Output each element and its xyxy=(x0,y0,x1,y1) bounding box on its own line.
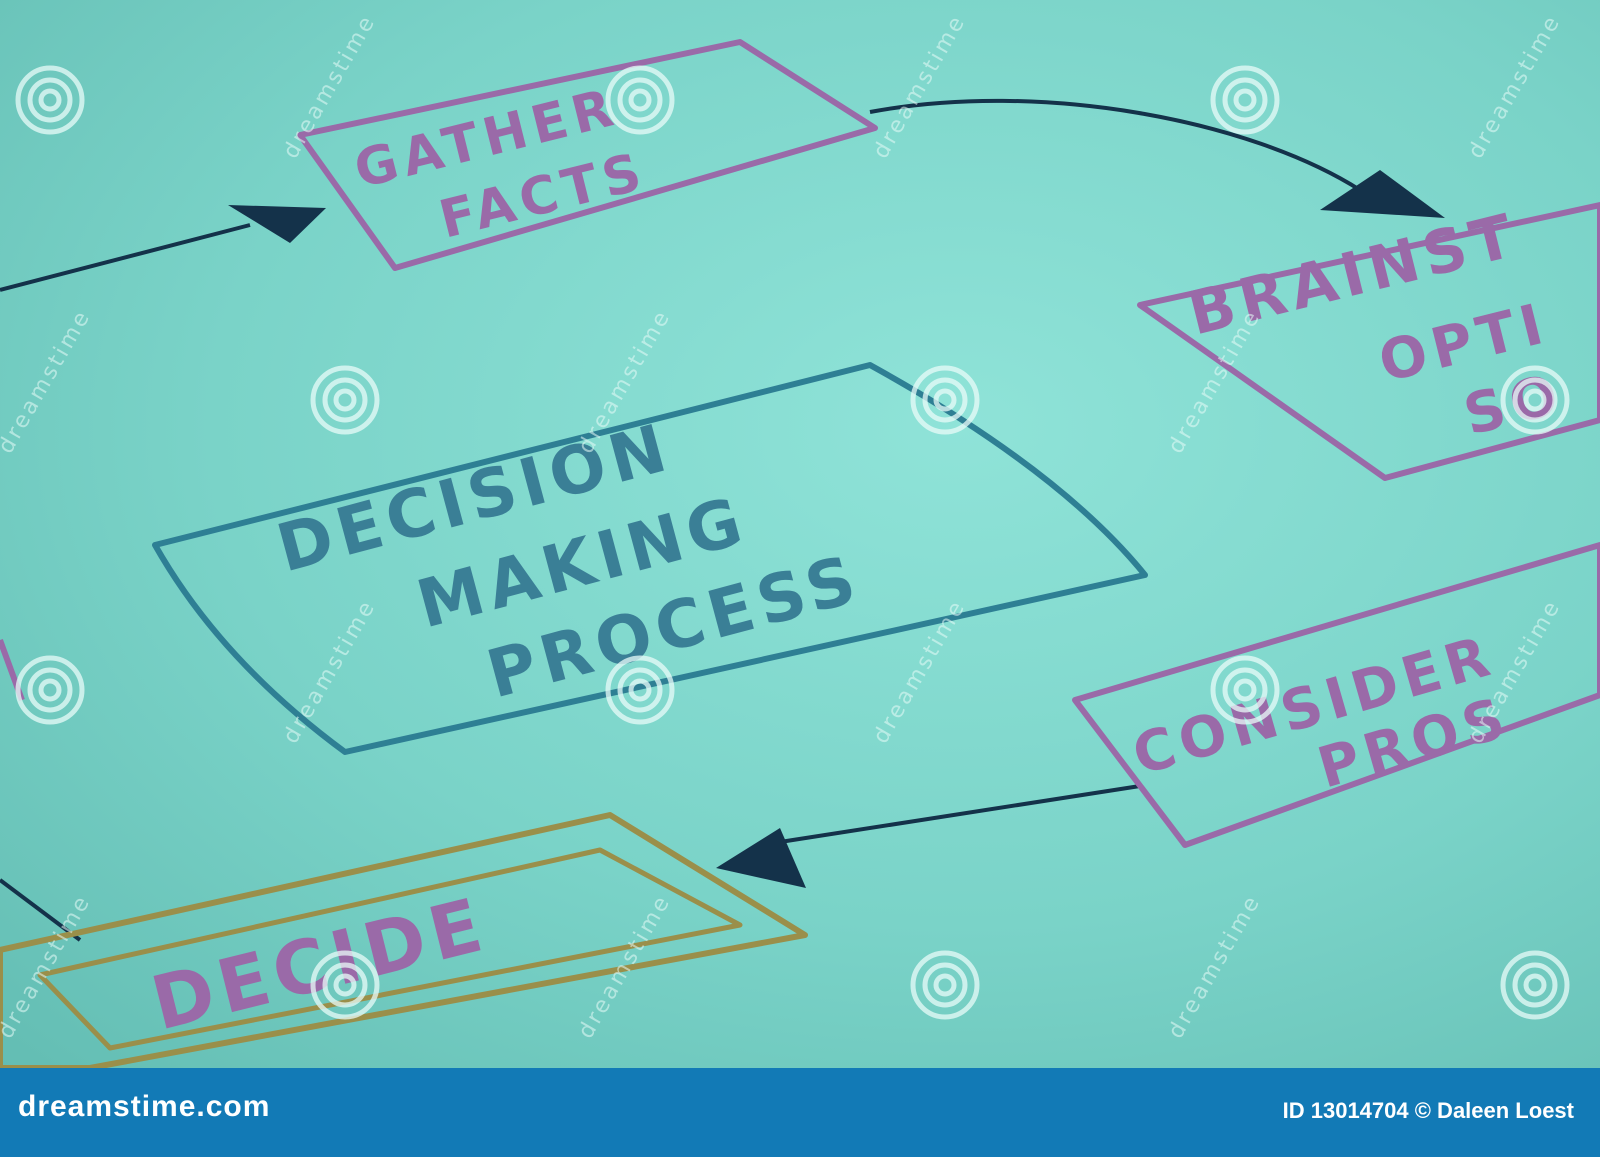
spiral-logo-icon xyxy=(310,950,380,1020)
spiral-logo-icon xyxy=(910,950,980,1020)
watermark-text: dreamstime xyxy=(1464,10,1567,163)
watermark-text: dreamstime xyxy=(1164,890,1267,1043)
diagram-canvas: GATHER FACTS BRAINST OPTI SO DECISION MA… xyxy=(0,10,1600,1068)
spiral-logo-icon xyxy=(1500,365,1570,435)
step-box-decide: DECIDE xyxy=(0,812,808,1068)
watermark-text: dreamstime xyxy=(0,305,96,458)
arrow-gather-to-brainstorm xyxy=(869,98,1445,218)
spiral-logo-icon xyxy=(910,365,980,435)
footer-bar: dreamstime.com ID 13014704 © Daleen Loes… xyxy=(0,1068,1600,1157)
watermark-text: dreamstime xyxy=(574,890,677,1043)
spiral-logo-icon xyxy=(1500,950,1570,1020)
spiral-logo-icon xyxy=(15,655,85,725)
arrow-left-to-gather xyxy=(0,205,326,292)
step-box-gather-facts: GATHER FACTS xyxy=(297,39,878,271)
spiral-logo-icon xyxy=(1210,65,1280,135)
spiral-logo-icon xyxy=(310,365,380,435)
spiral-logo-icon xyxy=(15,65,85,135)
spiral-logo-icon xyxy=(605,65,675,135)
arrow-consider-to-decide xyxy=(716,784,1141,888)
watermark-text: dreamstime xyxy=(869,10,972,163)
footer-credit: ID 13014704 © Daleen Loest xyxy=(1282,1098,1574,1123)
arrow-decide-out xyxy=(0,878,82,942)
step-box-brainstorm: BRAINST OPTI SO xyxy=(1137,200,1600,481)
footer-site-link[interactable]: dreamstime.com xyxy=(18,1090,271,1123)
spiral-logo-icon xyxy=(605,655,675,725)
diagram-photo: GATHER FACTS BRAINST OPTI SO DECISION MA… xyxy=(0,0,1600,1068)
watermark-text: dreamstime xyxy=(869,595,972,748)
watermark-text: dreamstime xyxy=(279,595,382,748)
step-box-consider-pros: CONSIDER PROS xyxy=(1072,542,1600,848)
spiral-logo-icon xyxy=(1210,655,1280,725)
